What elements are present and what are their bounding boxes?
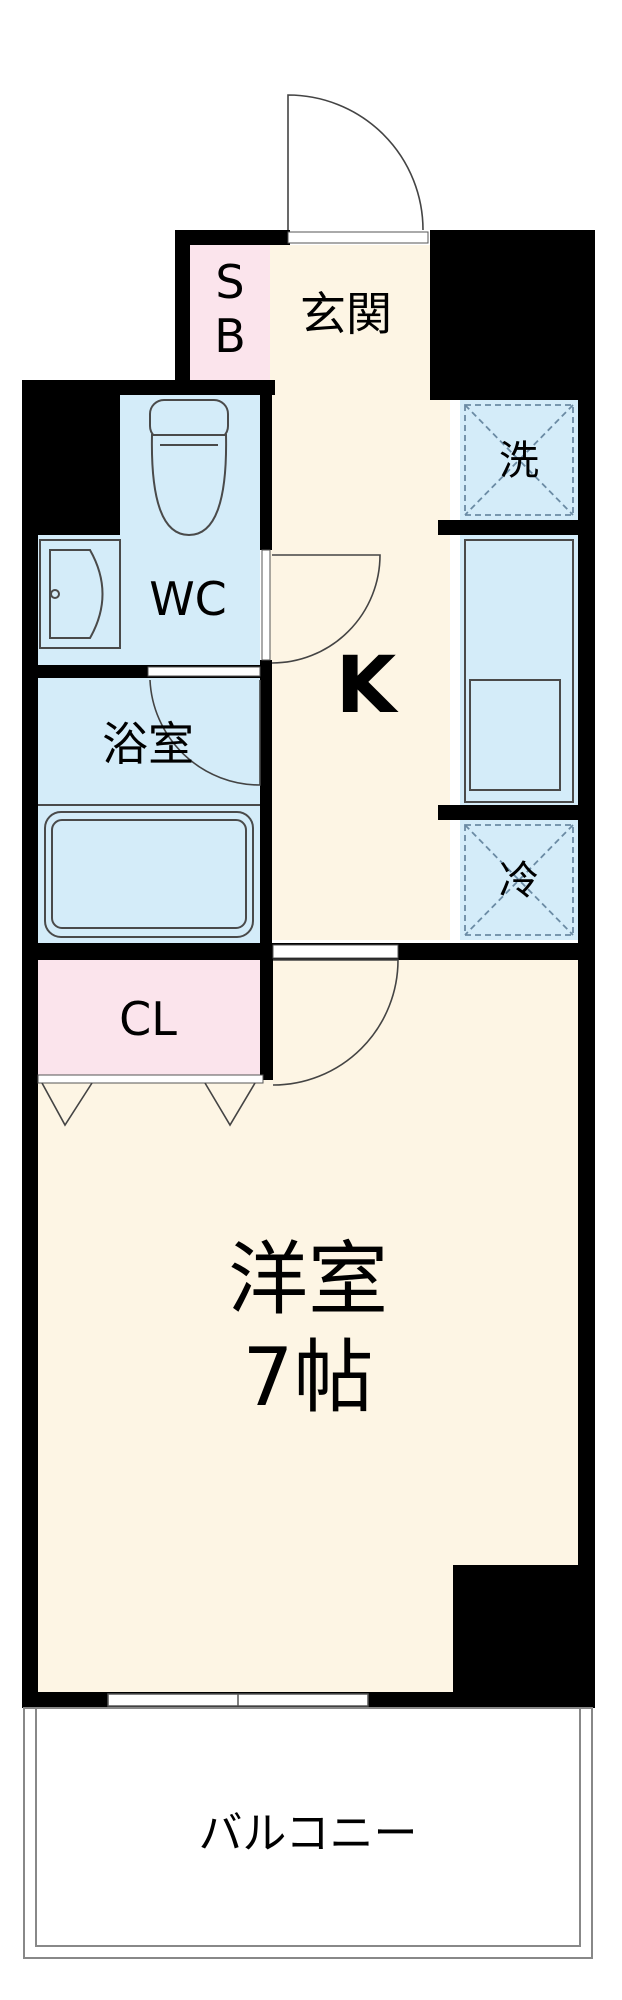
toilet-fixture [149, 399, 229, 537]
entrance-floor [270, 245, 430, 395]
sb-floor [190, 245, 270, 380]
entrance-label: 玄関 [300, 287, 392, 341]
balcony-label: バルコニー [198, 1808, 417, 1859]
bathroom-label: 浴室 [102, 717, 194, 771]
western-room-size: 7帖 [243, 1331, 374, 1424]
fridge-box [464, 824, 574, 936]
sb-label-s: S [215, 255, 244, 309]
bath-door-gap [147, 666, 261, 677]
kitchen-counter [464, 539, 574, 803]
door-swings [149, 94, 424, 1086]
washer-label: 洗 [499, 438, 539, 484]
entrance-door-gap [287, 231, 429, 244]
balcony-outline [23, 1707, 593, 1959]
toilet-label: WC [149, 572, 227, 626]
bathtub-fixture [44, 811, 254, 938]
closet-label: CL [119, 992, 177, 1046]
washer-box [464, 404, 574, 516]
closet-door-marks [41, 1082, 256, 1127]
fridge-label: 冷 [499, 858, 539, 904]
kitchen-floor [270, 395, 450, 940]
room-door-gap [272, 944, 399, 959]
sb-label-b: B [214, 309, 246, 363]
kitchen-label: K [336, 641, 399, 731]
walls [22, 230, 595, 1708]
wc-door-gap [261, 549, 271, 661]
washbasin-fixture [39, 539, 121, 649]
closet-floor [38, 960, 263, 1075]
western-room-label: 洋室 [228, 1233, 388, 1326]
closet-opening [37, 1074, 264, 1084]
